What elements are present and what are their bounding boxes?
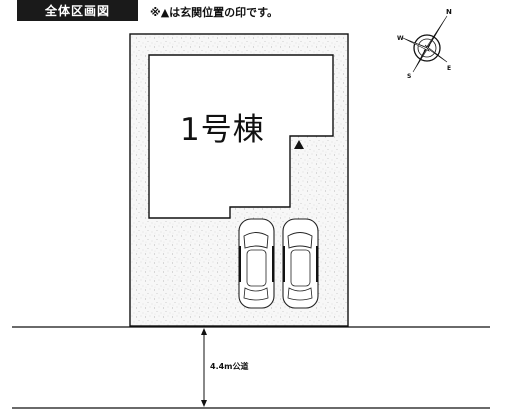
building-footprint [148,54,334,219]
compass-e: E [447,65,451,72]
entrance-marker [294,140,304,149]
compass-w: W [397,35,404,42]
compass-s: S [407,73,411,80]
entrance-note: ※▲は玄関位置の印です。 [150,6,279,19]
road-width-dimension [201,328,207,407]
building-label: 1号棟 [180,112,265,148]
compass-rose-icon: N E S W [397,8,452,80]
compass-n: N [446,8,452,16]
parked-car-2 [282,218,319,309]
plan-title: 全体区画図 [17,0,138,21]
road-width-label: 4.4m公道 [210,362,249,371]
parked-car-1 [238,218,275,309]
